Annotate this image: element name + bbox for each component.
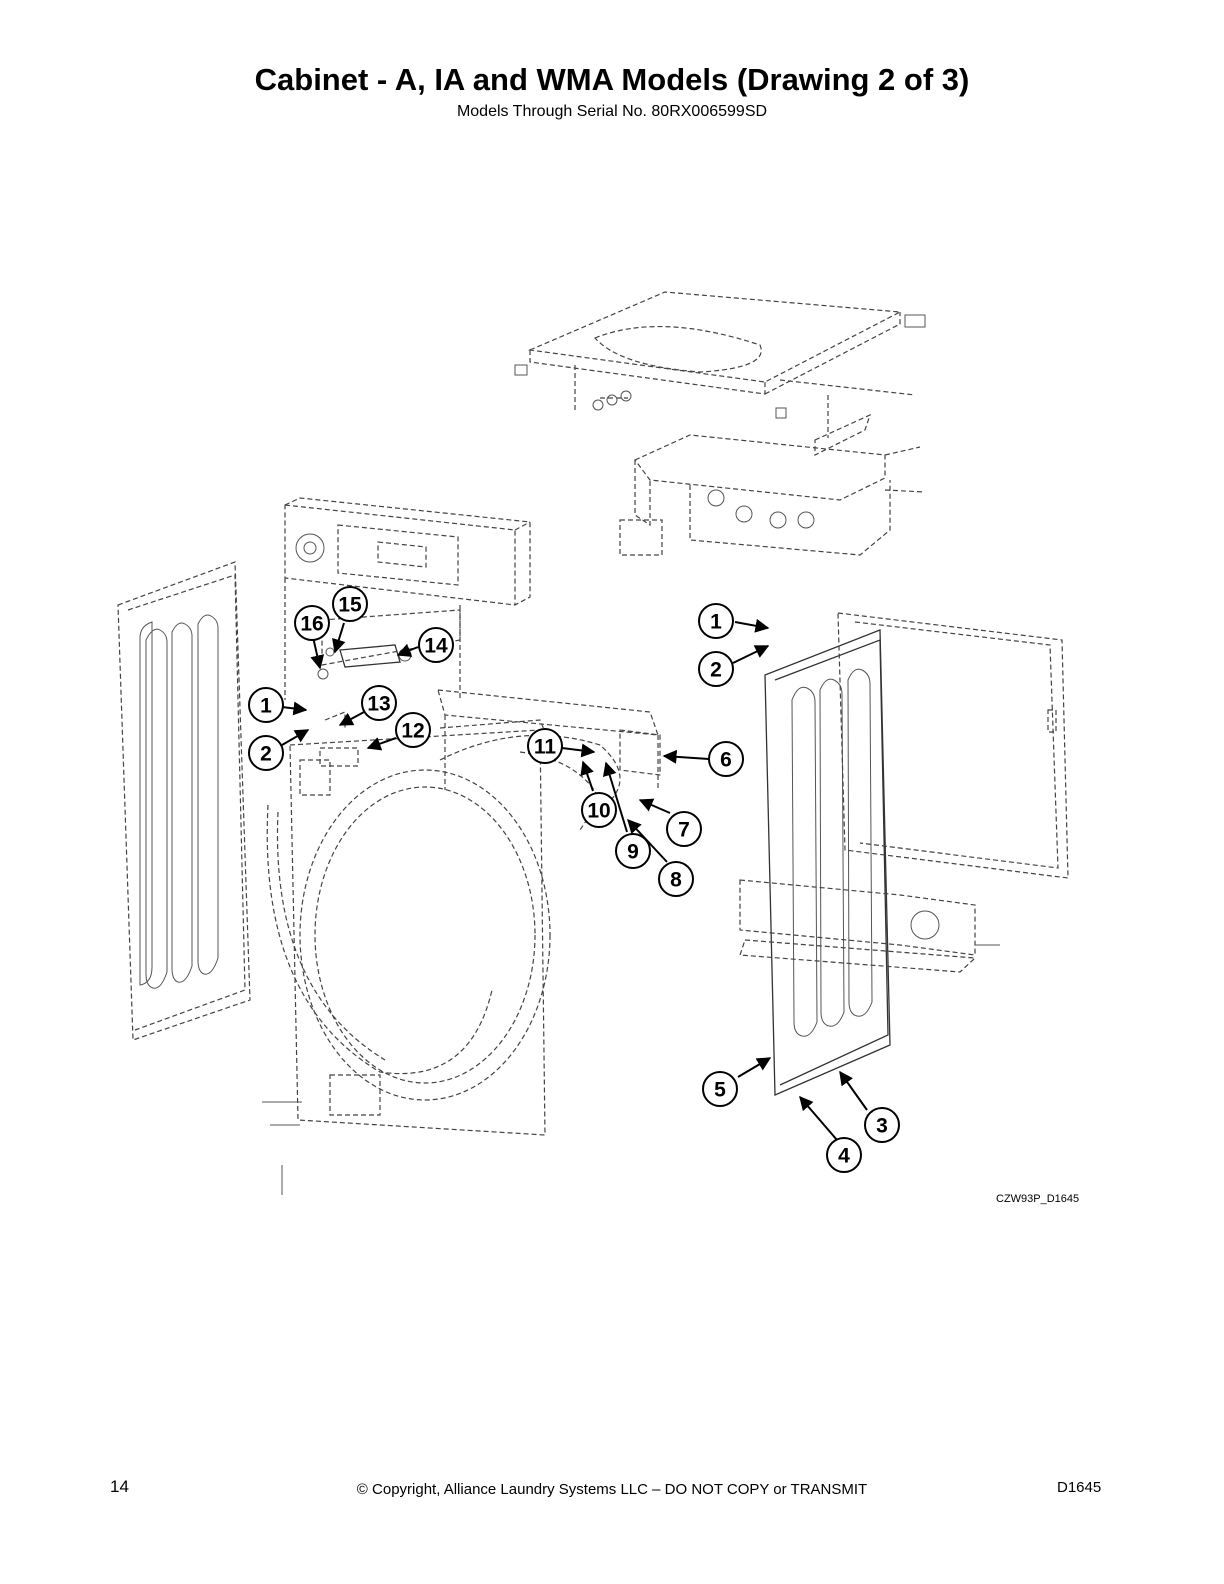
callout-label: 10 [587, 800, 610, 823]
callout-1: 1 [698, 603, 734, 639]
callout-label: 12 [401, 720, 424, 743]
callout-label: 6 [720, 749, 732, 772]
callout-label: 14 [424, 635, 448, 658]
callout-circle [332, 586, 368, 622]
callout-label: 8 [670, 869, 682, 892]
rear-panel [837, 612, 1069, 879]
top-panel [514, 291, 926, 438]
callout-label: 3 [876, 1115, 888, 1138]
callout-circle [418, 627, 454, 663]
lower-rear-bracket [739, 879, 1000, 973]
page-subtitle: Models Through Serial No. 80RX006599SD [456, 103, 768, 120]
callout-6: 6 [708, 741, 744, 777]
callout-3: 3 [864, 1107, 900, 1143]
callout-16: 16 [294, 605, 330, 641]
callout-circle [702, 1071, 738, 1107]
callout-label: 15 [338, 594, 362, 617]
callout-7: 7 [666, 811, 702, 847]
callout-circle [248, 735, 284, 771]
upper-bracket-assembly [619, 413, 926, 556]
callout-circle [581, 792, 617, 828]
callout-9: 9 [615, 833, 651, 869]
callout-leaders [281, 618, 868, 1141]
callout-circle [698, 603, 734, 639]
callout-circle [248, 687, 284, 723]
callout-circle [698, 651, 734, 687]
callout-label: 2 [260, 743, 272, 766]
right-side-panel [764, 629, 891, 1096]
callout-circle [658, 861, 694, 897]
callout-label: 16 [300, 613, 323, 636]
callout-8: 8 [658, 861, 694, 897]
callout-circle [708, 741, 744, 777]
callout-circle [294, 605, 330, 641]
drawing-id: CZW93P_D1645 [996, 1193, 1080, 1205]
callout-circle [864, 1107, 900, 1143]
page-title: Cabinet - A, IA and WMA Models (Drawing … [254, 62, 970, 97]
callout-5: 5 [702, 1071, 738, 1107]
callout-4: 4 [826, 1137, 862, 1173]
callout-12: 12 [395, 712, 431, 748]
callout-1: 1 [248, 687, 284, 723]
copyright-notice: © Copyright, Alliance Laundry Systems LL… [356, 1481, 868, 1498]
callout-label: 4 [838, 1145, 850, 1168]
page-number: 14 [110, 1477, 129, 1496]
callout-label: 1 [260, 695, 272, 718]
callout-circle [395, 712, 431, 748]
callout-label: 1 [710, 611, 722, 634]
callout-15: 15 [332, 586, 368, 622]
control-console [284, 497, 531, 700]
callout-circle [361, 685, 397, 721]
callout-2: 2 [248, 735, 284, 771]
callout-circle [615, 833, 651, 869]
callout-2: 2 [698, 651, 734, 687]
callout-circle [826, 1137, 862, 1173]
callout-label: 5 [714, 1079, 726, 1102]
front-bracket [319, 689, 661, 831]
callout-label: 2 [710, 659, 722, 682]
callout-13: 13 [361, 685, 397, 721]
callout-circle [527, 728, 563, 764]
left-side-panel [117, 561, 251, 1041]
callout-14: 14 [418, 627, 454, 663]
callout-circle [666, 811, 702, 847]
callout-11: 11 [527, 728, 563, 764]
callout-label: 11 [534, 736, 557, 759]
document-code: D1645 [1057, 1479, 1102, 1496]
callout-10: 10 [581, 792, 617, 828]
front-panel [262, 719, 551, 1195]
callout-label: 13 [367, 693, 390, 716]
callout-label: 9 [627, 841, 639, 864]
callout-label: 7 [678, 819, 690, 842]
